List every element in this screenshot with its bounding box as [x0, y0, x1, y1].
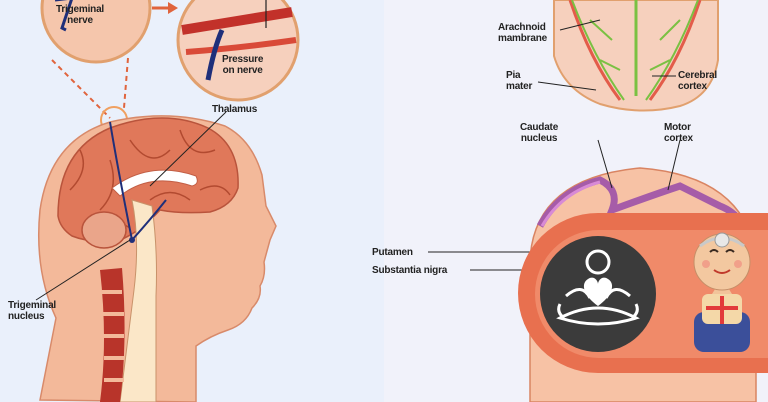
meditation-heart-icon [540, 236, 656, 352]
label-caudate-nucleus: Caudate nucleus [520, 122, 559, 144]
zoom-circle-nerve [40, 0, 152, 64]
label-substantia-nigra: Substantia nigra [372, 265, 448, 276]
head-cross-section [35, 0, 300, 402]
label-trigeminal-nucleus: Trigeminal nucleus [8, 300, 57, 322]
label-pia-mater: Pia mater [506, 70, 533, 92]
label-cerebral-cortex: Cerebral cortex [678, 70, 717, 92]
label-thalamus: Thalamus [212, 104, 258, 115]
label-motor-cortex: Motor cortex [664, 122, 693, 144]
doctor-monk-mascot-icon [693, 232, 751, 352]
label-trigeminal-nerve: Trigeminal nerve [56, 4, 105, 26]
label-putamen: Putamen [372, 247, 413, 258]
label-arachnoid-membrane: Arachnoid mambrane [498, 22, 547, 44]
label-pressure-on-nerve: Pressure on nerve [222, 54, 264, 76]
